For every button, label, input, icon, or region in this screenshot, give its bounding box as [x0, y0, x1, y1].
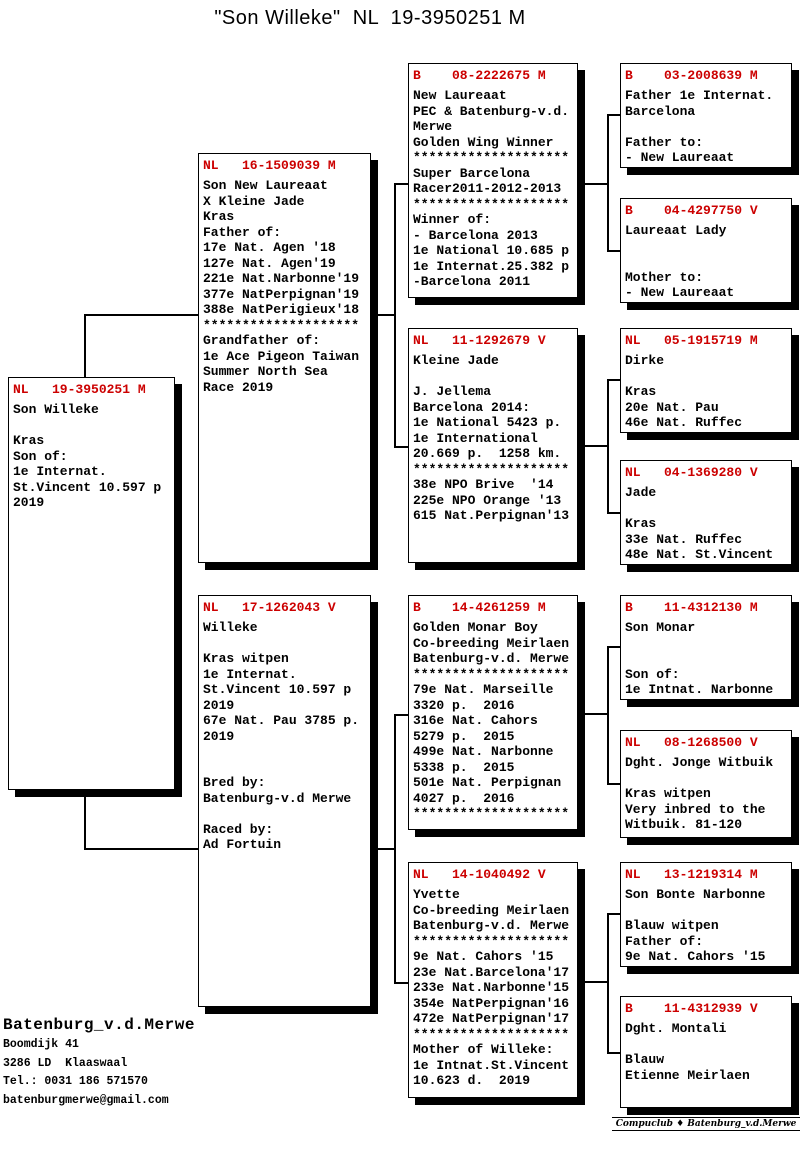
ring-number: B 11-4312939 V	[625, 1001, 758, 1016]
connector-line	[394, 183, 396, 448]
ring-number: NL 19-3950251 M	[13, 382, 146, 397]
connector-line	[84, 314, 199, 316]
ring-number: NL 16-1509039 M	[203, 158, 336, 173]
connector-line	[607, 250, 621, 252]
connector-line	[578, 981, 608, 983]
connector-line	[607, 512, 621, 514]
ring-number: NL 08-1268500 V	[625, 735, 758, 750]
ring-number: B 04-4297750 V	[625, 203, 758, 218]
page-title: "Son Willeke" NL 19-3950251 M	[214, 7, 526, 29]
connector-line	[607, 114, 609, 252]
ring-number: B 11-4312130 M	[625, 600, 758, 615]
connector-line	[607, 114, 621, 116]
connector-line	[84, 315, 86, 378]
connector-line	[371, 314, 395, 316]
connector-line	[607, 913, 621, 915]
connector-line	[394, 982, 409, 984]
connector-line	[394, 446, 409, 448]
ring-number: B 03-2008639 M	[625, 68, 758, 83]
connector-line	[607, 1052, 621, 1054]
connector-line	[578, 445, 608, 447]
connector-line	[607, 379, 621, 381]
connector-line	[371, 848, 395, 850]
ring-number: B 14-4261259 M	[413, 600, 546, 615]
connector-line	[607, 913, 609, 1054]
ring-number: NL 04-1369280 V	[625, 465, 758, 480]
connector-line	[578, 713, 608, 715]
connector-line	[607, 646, 609, 785]
ring-number: NL 05-1915719 M	[625, 333, 758, 348]
ring-number: NL 13-1219314 M	[625, 867, 758, 882]
ring-number: NL 11-1292679 V	[413, 333, 546, 348]
connector-line	[578, 183, 608, 185]
connector-line	[607, 646, 621, 648]
footer-credit: Compuclub ♦ Batenburg_v.d.Merwe	[612, 1117, 800, 1131]
connector-line	[84, 848, 199, 850]
ring-number: B 08-2222675 M	[413, 68, 546, 83]
ring-number: NL 17-1262043 V	[203, 600, 336, 615]
breeder-name: Batenburg_v.d.Merwe	[3, 1016, 195, 1034]
ring-number: NL 14-1040492 V	[413, 867, 546, 882]
connector-line	[607, 379, 609, 514]
connector-line	[394, 183, 409, 185]
connector-line	[394, 714, 409, 716]
connector-line	[394, 714, 396, 984]
connector-line	[84, 789, 86, 850]
pedigree-box-sire-sire-sire: B 03-2008639 M Father 1e Internat.Barcel…	[620, 63, 792, 168]
connector-line	[607, 783, 621, 785]
